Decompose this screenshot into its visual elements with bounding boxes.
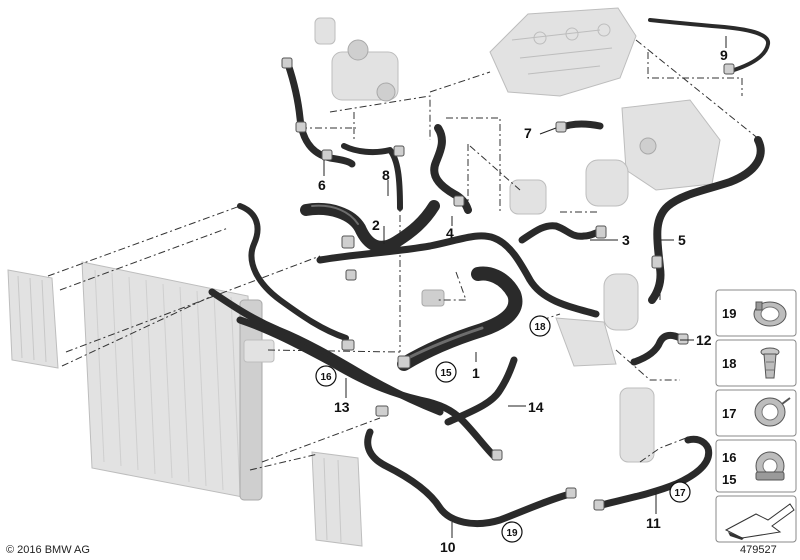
legend-item-17: 17 bbox=[722, 406, 736, 421]
circled-ref-19: 19 bbox=[501, 521, 523, 543]
hose-clamp-icon bbox=[753, 301, 787, 327]
legend-item-15: 15 bbox=[722, 472, 736, 487]
intake-manifold bbox=[489, 7, 637, 97]
legend-item-16: 16 bbox=[722, 450, 736, 465]
callout-7: 7 bbox=[524, 125, 532, 141]
svg-text:16: 16 bbox=[320, 372, 332, 383]
transmission-cooler bbox=[619, 387, 655, 463]
reservoir-bottle bbox=[603, 273, 639, 331]
hose-2 bbox=[300, 200, 440, 253]
legend-item-18: 18 bbox=[722, 356, 736, 371]
image-number: 479527 bbox=[740, 544, 777, 556]
callout-13: 13 bbox=[334, 399, 350, 415]
callout-numbers: 1 2 3 4 5 6 7 8 9 10 11 12 13 14 bbox=[318, 47, 728, 555]
thermostat-housing bbox=[421, 289, 445, 307]
hose-5 bbox=[648, 136, 765, 304]
svg-text:18: 18 bbox=[534, 322, 546, 333]
parts-legend-panel: 19 18 17 16 15 bbox=[715, 289, 797, 543]
leader-lines bbox=[323, 36, 727, 538]
copyright-text: © 2016 BMW AG bbox=[6, 544, 90, 556]
callout-3: 3 bbox=[622, 232, 630, 248]
auxiliary-water-pump bbox=[585, 159, 629, 207]
callout-1: 1 bbox=[472, 365, 480, 381]
electric-pump bbox=[509, 179, 547, 215]
circled-ref-16: 16 bbox=[315, 365, 337, 387]
hose-main-top bbox=[316, 232, 600, 318]
push-rivet-icon bbox=[760, 347, 780, 379]
hose-10 bbox=[364, 428, 574, 528]
circled-ref-18: 18 bbox=[529, 315, 551, 337]
callout-9: 9 bbox=[720, 47, 728, 63]
hose-1 bbox=[397, 266, 523, 371]
svg-text:17: 17 bbox=[674, 488, 686, 499]
callout-2: 2 bbox=[372, 217, 380, 233]
hose-main-lower bbox=[236, 316, 498, 460]
expansion-tank bbox=[621, 99, 721, 191]
svg-text:19: 19 bbox=[506, 528, 518, 539]
assembly-arrow-icon bbox=[724, 503, 795, 540]
callout-14: 14 bbox=[528, 399, 544, 415]
svg-text:15: 15 bbox=[440, 368, 452, 379]
lower-auxiliary-radiator bbox=[311, 451, 363, 547]
hose-12 bbox=[630, 331, 684, 366]
valve-block bbox=[555, 317, 617, 367]
hose-11 bbox=[594, 435, 713, 510]
sleeve-clamp-icon bbox=[754, 397, 791, 427]
callout-8: 8 bbox=[382, 167, 390, 183]
callout-5: 5 bbox=[678, 232, 686, 248]
callout-11: 11 bbox=[646, 515, 661, 531]
hose-3 bbox=[518, 222, 604, 244]
hose-9 bbox=[648, 18, 770, 72]
circled-ref-17: 17 bbox=[669, 481, 691, 503]
callout-6: 6 bbox=[318, 177, 326, 193]
left-auxiliary-radiator bbox=[7, 269, 59, 369]
callout-10: 10 bbox=[440, 539, 456, 555]
hose-14 bbox=[444, 356, 518, 426]
circled-ref-15: 15 bbox=[435, 361, 457, 383]
legend-item-19: 19 bbox=[722, 306, 736, 321]
radiator bbox=[81, 261, 275, 501]
callout-4: 4 bbox=[446, 225, 454, 241]
hose-connectors bbox=[281, 57, 735, 511]
hose-6 bbox=[284, 60, 356, 168]
coolant-pump-assembly bbox=[314, 17, 399, 102]
hose-8 bbox=[341, 143, 403, 211]
spring-clip-icon bbox=[755, 451, 785, 481]
callout-12: 12 bbox=[696, 332, 712, 348]
